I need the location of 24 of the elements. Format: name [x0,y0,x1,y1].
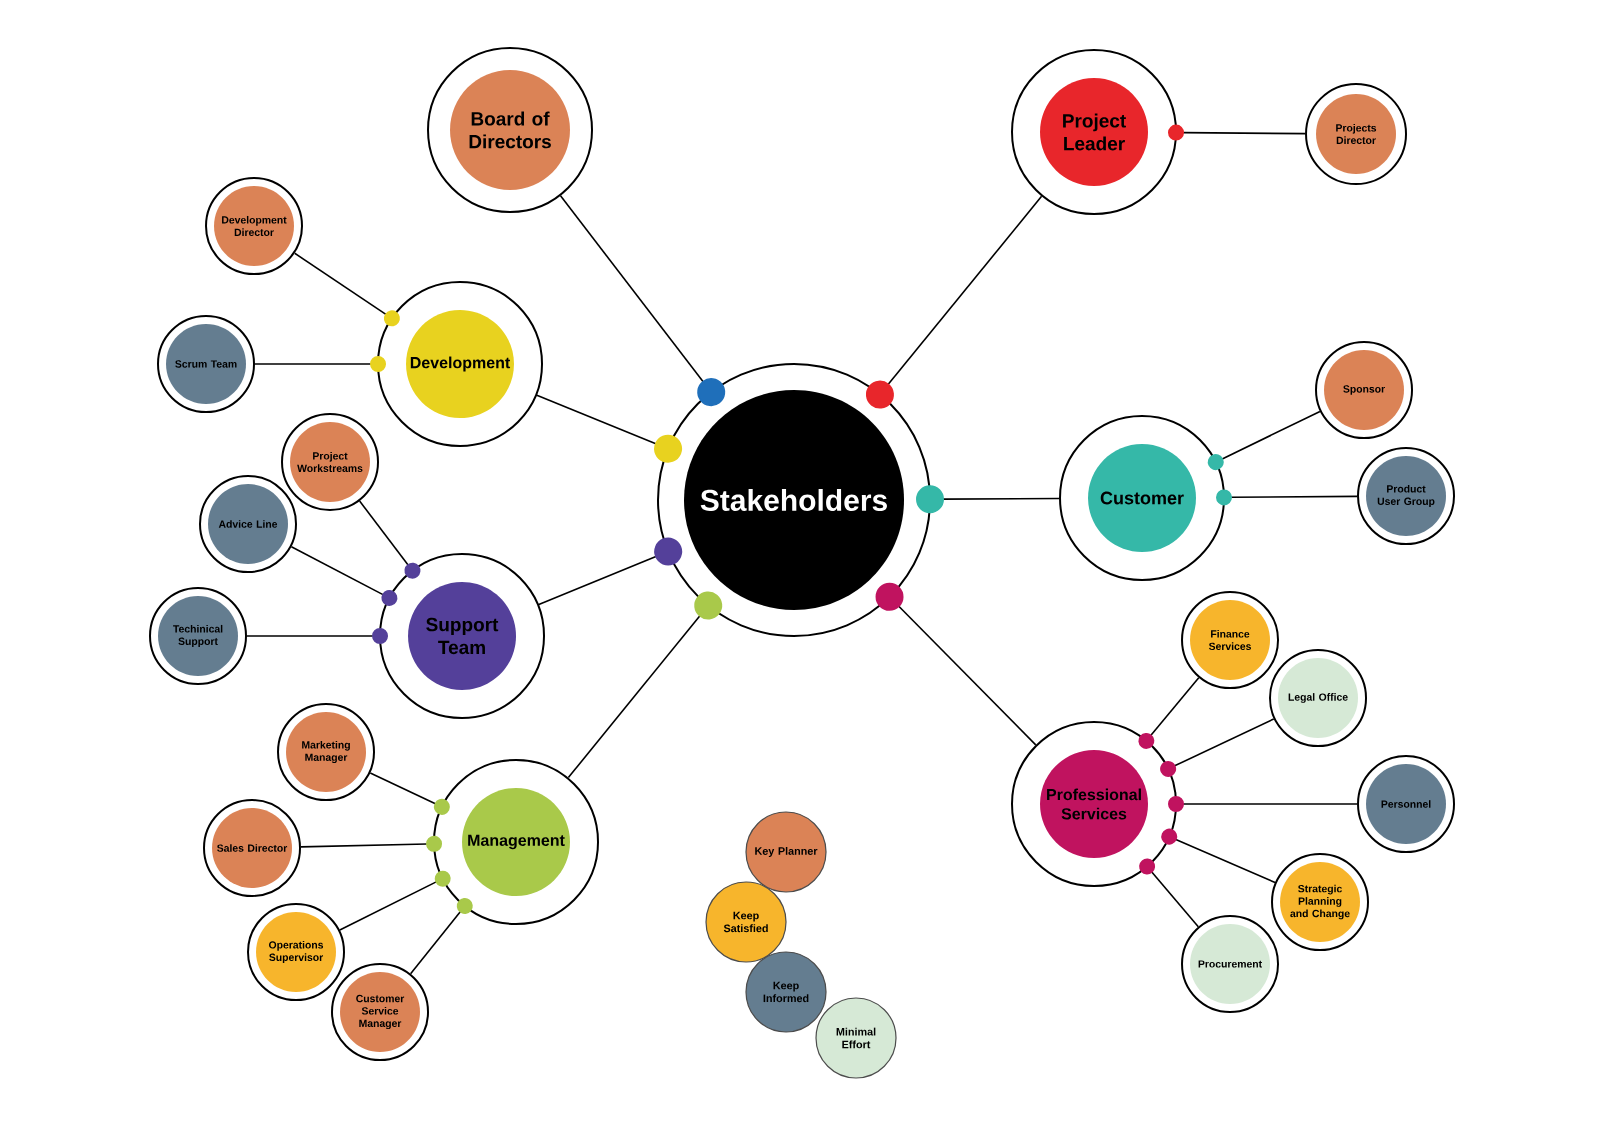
connector-line [1139,858,1200,928]
connector-line [290,545,398,606]
connector-line [567,591,723,779]
connector-line [339,870,451,931]
connector-line [875,582,1037,746]
connector-line [1168,124,1306,141]
connector-line [369,772,450,815]
connector-line [916,485,1060,514]
connector-line [409,898,473,975]
connector-line [1207,410,1321,471]
connector-line [1138,676,1200,749]
connector-line [300,835,443,852]
connector-line [865,195,1043,409]
connector-line [536,394,683,463]
connector-line [559,195,726,407]
connector-line [1161,828,1276,884]
connector-line [254,356,386,372]
connector-line [358,500,421,579]
connector-line [1160,718,1275,777]
connector-line [293,252,400,327]
connector-line [1168,796,1358,812]
connector-line [246,628,388,644]
connector-line [538,537,683,606]
connector-line [1216,489,1358,506]
